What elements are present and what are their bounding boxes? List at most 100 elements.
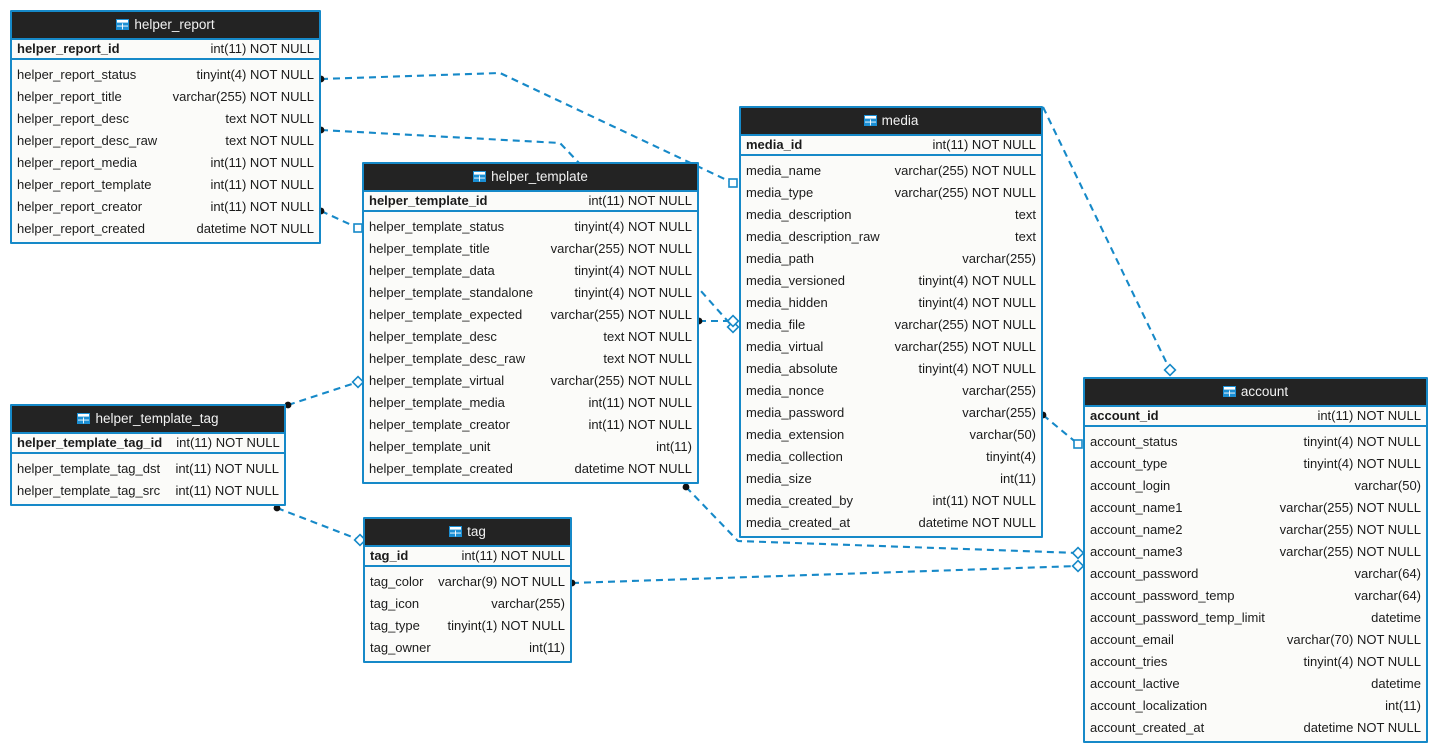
column-type: text NOT NULL: [603, 328, 692, 344]
column-name: account_status: [1090, 433, 1178, 449]
relationship-line-rel-media-account[interactable]: [1042, 106, 1171, 371]
column-name: helper_template_data: [369, 262, 495, 278]
column-type: varchar(255) NOT NULL: [894, 338, 1036, 354]
column-name: media_id: [746, 137, 803, 152]
column-type: varchar(255): [491, 595, 565, 611]
column-name: media_hidden: [746, 294, 828, 310]
edge-target-marker-hollow-diamond-icon: [1163, 363, 1177, 377]
relationship-line-rel-helper-report-helper-template[interactable]: [320, 210, 359, 229]
relationship-line-rel-tag-account[interactable]: [571, 564, 1079, 585]
column-name: account_lactive: [1090, 675, 1180, 691]
column-row[interactable]: helper_template_desc text NOT NULL: [364, 325, 697, 347]
table-icon: [1222, 386, 1236, 397]
column-type: int(11) NOT NULL: [588, 394, 692, 410]
column-name: helper_template_status: [369, 218, 505, 234]
column-type: int(11): [529, 639, 565, 655]
column-row[interactable]: tag_type tinyint(1) NOT NULL: [365, 614, 570, 636]
column-type: tinyint(4) NOT NULL: [918, 360, 1036, 376]
column-name: tag_type: [370, 617, 420, 633]
column-type: varchar(70) NOT NULL: [1286, 631, 1421, 647]
edge-source-marker-filled-circle-icon: [682, 483, 690, 491]
column-type: varchar(50): [969, 426, 1036, 442]
relationship-line-rel-helper-template-tag-virtual[interactable]: [287, 381, 359, 406]
relationship-line-rel-helper-template-tag-tag[interactable]: [276, 507, 361, 541]
column-type: tinyint(1) NOT NULL: [447, 617, 565, 633]
column-type: varchar(255) NOT NULL: [1279, 499, 1421, 515]
column-name: helper_report_title: [17, 88, 122, 104]
column-name: helper_report_desc_raw: [17, 132, 158, 148]
column-name: helper_template_desc: [369, 328, 497, 344]
relationship-line-rel-media-password-account[interactable]: [1042, 414, 1079, 445]
